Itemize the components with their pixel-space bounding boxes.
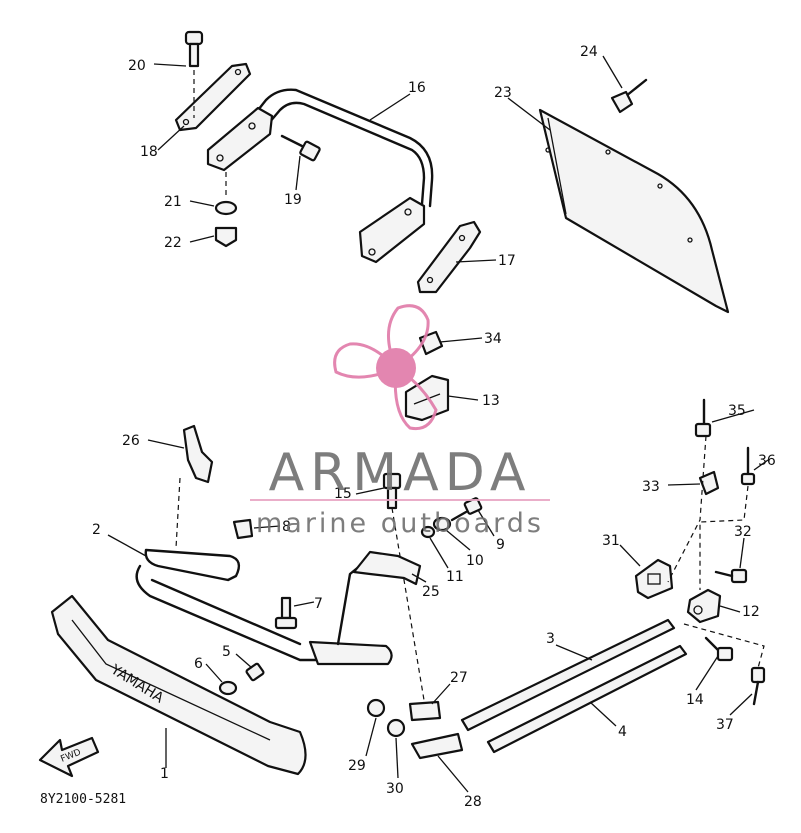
- callout-numbers: 1 2 3 4 5 6 7 8 9 10 11 12 13 14 15 16 1…: [92, 44, 776, 810]
- drawing-code: 8Y2100-5281: [40, 792, 126, 807]
- washer-10: [432, 516, 452, 532]
- bracket-12: [686, 588, 722, 624]
- watermark-tagline: marine outboards: [256, 508, 544, 539]
- rail-3: [460, 618, 676, 732]
- callout-15: 15: [334, 486, 352, 502]
- clamp-25: [352, 550, 422, 586]
- callout-7: 7: [314, 596, 323, 612]
- rivet-37: [750, 666, 766, 706]
- callout-2: 2: [92, 522, 101, 538]
- frame-2: [135, 548, 393, 666]
- grommet-33: [698, 470, 720, 496]
- callout-18: 18: [140, 144, 158, 160]
- washer-11: [420, 525, 436, 539]
- callout-9: 9: [496, 537, 505, 553]
- bumper-1: YAMAHA: [50, 594, 307, 776]
- clip-8: [232, 518, 254, 540]
- callout-11: 11: [446, 569, 464, 585]
- callout-14: 14: [686, 692, 704, 708]
- bracket-26: [182, 424, 214, 484]
- holder-31: [634, 558, 674, 600]
- bracket-18: [174, 62, 252, 132]
- callout-3: 3: [546, 631, 555, 647]
- fwd-arrow: FWD: [38, 736, 100, 778]
- callout-30: 30: [386, 781, 404, 797]
- callout-26: 26: [122, 433, 140, 449]
- rivet-24: [610, 78, 648, 114]
- callout-13: 13: [482, 393, 500, 409]
- callout-33: 33: [642, 479, 660, 495]
- callout-36: 36: [758, 453, 776, 469]
- nut-30: [386, 718, 406, 738]
- armada-watermark: ARMADA marine outboards: [250, 304, 550, 539]
- callout-29: 29: [348, 758, 366, 774]
- callout-19: 19: [284, 192, 302, 208]
- washer-6: [218, 680, 238, 696]
- watermark-brand: ARMADA: [269, 443, 532, 503]
- callout-6: 6: [194, 656, 203, 672]
- callout-25: 25: [422, 584, 440, 600]
- callout-31: 31: [602, 533, 620, 549]
- callout-24: 24: [580, 44, 598, 60]
- bumper-bar-16: [206, 88, 434, 264]
- pin-20: [184, 30, 204, 68]
- callout-8: 8: [282, 519, 291, 535]
- callout-1: 1: [160, 766, 169, 782]
- bolt-32: [714, 568, 748, 584]
- bracket-17: [416, 220, 482, 294]
- rivet-36: [740, 446, 756, 486]
- callout-16: 16: [408, 80, 426, 96]
- callout-37: 37: [716, 717, 734, 733]
- cap-28: [410, 732, 464, 760]
- nut-22: [214, 226, 238, 248]
- callout-32: 32: [734, 524, 752, 540]
- clip-27: [408, 700, 442, 722]
- rail-4: [486, 644, 688, 754]
- bolt-7: [274, 596, 298, 630]
- callout-22: 22: [164, 235, 182, 251]
- callout-35: 35: [728, 403, 746, 419]
- bolt-14: [704, 636, 734, 662]
- callout-27: 27: [450, 670, 468, 686]
- washer-21: [214, 200, 238, 216]
- callout-21: 21: [164, 194, 182, 210]
- callout-17: 17: [498, 253, 516, 269]
- callout-5: 5: [222, 644, 231, 660]
- callout-10: 10: [466, 553, 484, 569]
- callout-23: 23: [494, 85, 512, 101]
- leader-lines: [107, 55, 769, 793]
- callout-34: 34: [484, 331, 502, 347]
- nut-29: [366, 698, 386, 718]
- callout-20: 20: [128, 58, 146, 74]
- callout-12: 12: [742, 604, 760, 620]
- callout-4: 4: [618, 724, 627, 740]
- plate-23: [538, 108, 730, 314]
- propeller-logo-icon: [333, 304, 438, 431]
- bolt-19: [280, 134, 321, 162]
- rivet-35: [694, 398, 712, 438]
- callout-28: 28: [464, 794, 482, 810]
